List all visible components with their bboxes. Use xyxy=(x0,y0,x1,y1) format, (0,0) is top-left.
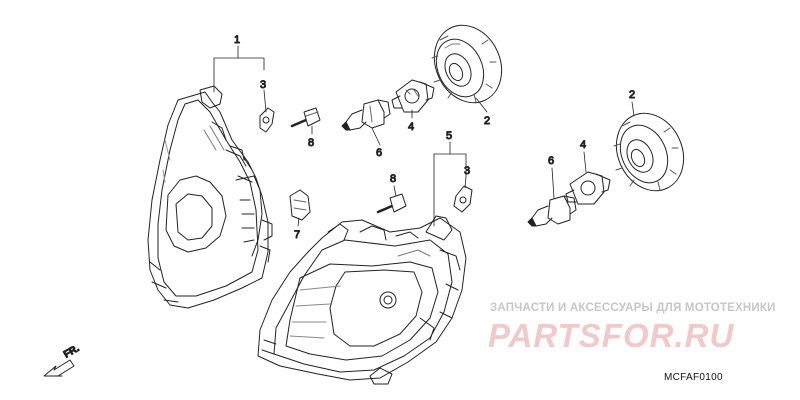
callout-2-top: 2 xyxy=(484,115,490,127)
headlight-assembly-front xyxy=(257,215,467,385)
watermark-logo: PARTSFOR.RU xyxy=(488,317,735,354)
callout-8-mid: 8 xyxy=(390,173,396,185)
headlight-housing-rear xyxy=(147,85,273,309)
callout-4-right: 4 xyxy=(580,139,586,151)
dust-cover-right xyxy=(613,112,685,192)
callout-1: 1 xyxy=(234,34,240,46)
callout-3-right: 3 xyxy=(464,165,470,177)
callout-6-top: 6 xyxy=(376,147,382,159)
leader-lines xyxy=(213,45,635,227)
bulb-socket-top xyxy=(391,79,435,113)
clip-right xyxy=(453,185,473,213)
callout-6-right: 6 xyxy=(548,155,554,167)
front-direction-arrow: FR. xyxy=(43,342,82,377)
diagram-code: MCFAF0100 xyxy=(664,372,723,383)
callout-2-right: 2 xyxy=(629,89,635,101)
callout-3-top: 3 xyxy=(260,79,266,91)
dust-cover-top xyxy=(431,24,503,104)
callout-4-top: 4 xyxy=(408,121,414,133)
grommet xyxy=(289,189,311,221)
screw-mid xyxy=(376,193,407,214)
callout-8-top: 8 xyxy=(308,137,314,149)
fr-label: FR. xyxy=(62,343,82,361)
callout-7: 7 xyxy=(294,229,300,241)
screw-top xyxy=(290,107,321,128)
callout-5: 5 xyxy=(446,130,452,142)
bulb-socket-right xyxy=(565,171,611,205)
watermark-tagline: ЗАПЧАСТИ И АКСЕССУАРЫ ДЛЯ МОТОТЕХНИКИ xyxy=(490,302,776,314)
clip-top xyxy=(259,107,275,133)
headlight-bulb-right xyxy=(527,195,577,227)
headlight-bulb-top xyxy=(341,99,391,131)
